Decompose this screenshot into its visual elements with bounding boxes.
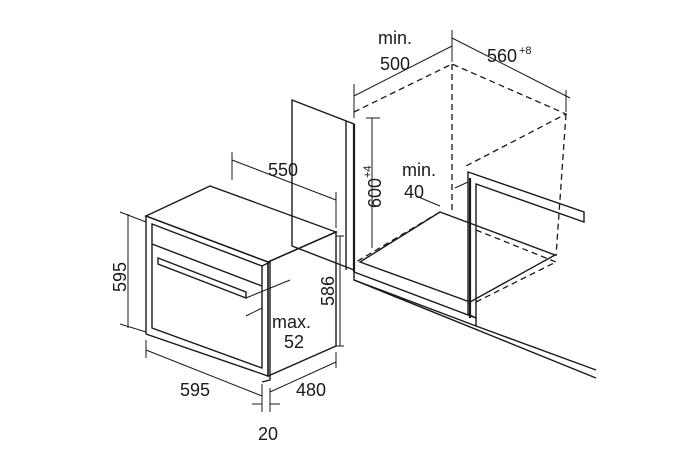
cabinet-height-value: 600 <box>365 178 385 208</box>
front-depth: 20 <box>258 424 278 444</box>
cabinet-left-panel-top <box>291 98 355 272</box>
dim-cabinet-depth: min. 500 <box>353 28 453 118</box>
dim-cabinet-height: 600 +4 <box>362 117 385 248</box>
dim-oven-body-height: 586 <box>318 235 344 347</box>
oven-outline <box>144 185 338 383</box>
handle-value: 52 <box>284 332 304 352</box>
cabinet-floor-line <box>353 279 597 379</box>
cabinet-depth-min: min. <box>378 28 412 48</box>
oven-control-strip <box>151 243 263 287</box>
oven-height: 595 <box>110 262 130 292</box>
oven-front-lip <box>261 260 271 383</box>
dim-front-depth: 20 <box>252 388 280 444</box>
cabinet-floor-line-2 <box>475 325 597 371</box>
cabinet-width-value: 560 <box>487 46 517 66</box>
cabinet-width-tolerance: +8 <box>519 45 532 57</box>
dim-oven-width: 595 <box>145 340 263 404</box>
cabinet-outline <box>291 63 597 379</box>
cabinet-right-panel <box>467 171 585 320</box>
cabinet-hidden-back-right <box>555 113 567 257</box>
dim-cabinet-width: 560 +8 <box>451 37 571 112</box>
cabinet-hidden-right-front <box>475 229 557 263</box>
cabinet-hidden-bottom <box>475 261 557 303</box>
cabinet-hidden-top <box>353 63 568 167</box>
oven-top <box>144 185 338 263</box>
cabinet-base-front <box>353 270 477 328</box>
oven-width: 595 <box>180 380 210 400</box>
oven-front-inner <box>151 222 263 369</box>
dim-oven-top: 550 <box>231 152 337 228</box>
oven-handle <box>157 256 247 300</box>
cabinet-hidden-inner <box>355 211 441 263</box>
handle-max: max. <box>272 312 311 332</box>
oven-body-height: 586 <box>318 276 338 306</box>
gap-min: min. <box>402 160 436 180</box>
oven-depth: 480 <box>296 380 326 400</box>
dim-oven-depth: 480 <box>269 352 337 400</box>
dim-oven-height: 595 <box>110 211 147 333</box>
oven-top-depth: 550 <box>268 160 298 180</box>
gap-value: 40 <box>404 182 424 202</box>
cabinet-inner-floor <box>358 211 557 303</box>
cabinet-depth-value: 500 <box>380 54 410 74</box>
dim-gap: min. 40 <box>402 160 469 207</box>
cabinet-height-tolerance: +4 <box>362 165 374 178</box>
dim-handle: max. 52 <box>245 279 311 352</box>
oven-front <box>145 214 269 377</box>
